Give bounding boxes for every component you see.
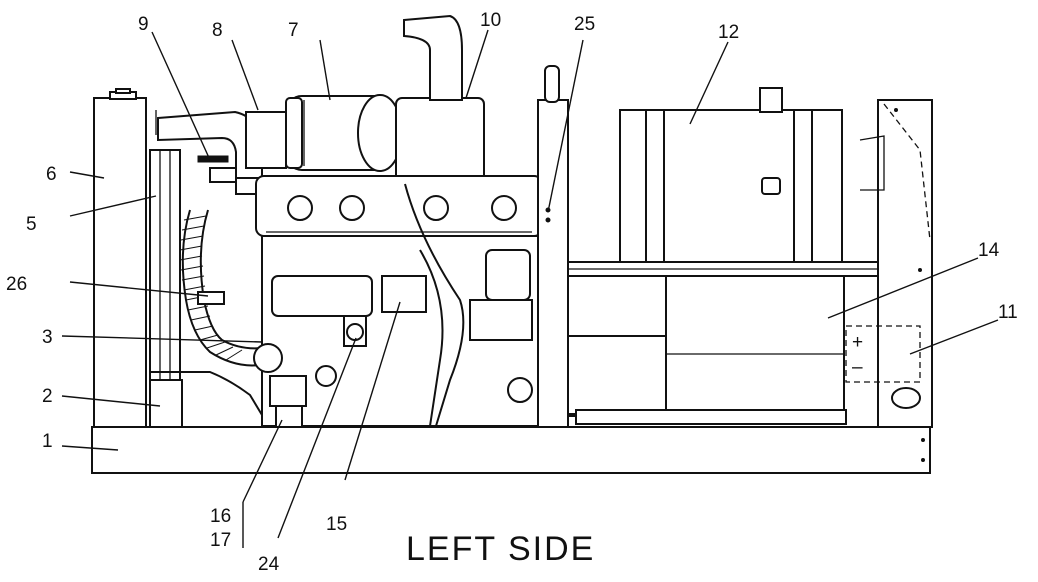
callout-12: 12: [718, 22, 739, 43]
engine-block: [253, 175, 543, 428]
callout-14: 14: [978, 240, 1000, 261]
callout-5: 5: [26, 214, 37, 235]
callout-16: 16: [210, 506, 231, 527]
muffler: [395, 14, 485, 185]
base-skid: [91, 426, 931, 474]
callout-2: 2: [42, 386, 53, 407]
callout-15: 15: [326, 514, 347, 535]
callout-25: 25: [574, 14, 595, 35]
battery-tray: [567, 275, 847, 425]
battery-negative-label: –: [852, 357, 863, 378]
callout-1: 1: [42, 431, 53, 452]
callout-11: 11: [998, 302, 1018, 323]
callout-26: 26: [6, 274, 27, 295]
center-post: [537, 65, 569, 428]
cross-rail: [567, 261, 881, 277]
fuel-filter: [343, 315, 367, 347]
callout-6: 6: [46, 164, 57, 185]
battery-positive-label: +: [852, 332, 863, 353]
callout-9: 9: [138, 14, 149, 35]
fuel-tank: [619, 87, 843, 269]
air-cleaner: [285, 94, 403, 172]
callout-17: 17: [210, 530, 231, 551]
battery: + –: [845, 325, 921, 383]
view-caption: LEFT SIDE: [406, 530, 595, 568]
mount-bracket: [149, 371, 266, 428]
right-end-panel: [859, 99, 933, 428]
hose-clamp: [197, 155, 237, 183]
callout-3: 3: [42, 327, 53, 348]
fuel-component: [381, 275, 427, 313]
callout-8: 8: [212, 20, 223, 41]
left-end-panel: [93, 88, 147, 428]
callout-7: 7: [288, 20, 299, 41]
leader-lines: [61, 29, 999, 548]
callout-labels: 1 2 3 5 6 7 8 9 10 11 12 14 15 16 17 24 …: [6, 10, 1018, 575]
coolant-hose: [179, 209, 263, 367]
callout-10: 10: [480, 10, 501, 31]
callout-24: 24: [258, 554, 280, 575]
